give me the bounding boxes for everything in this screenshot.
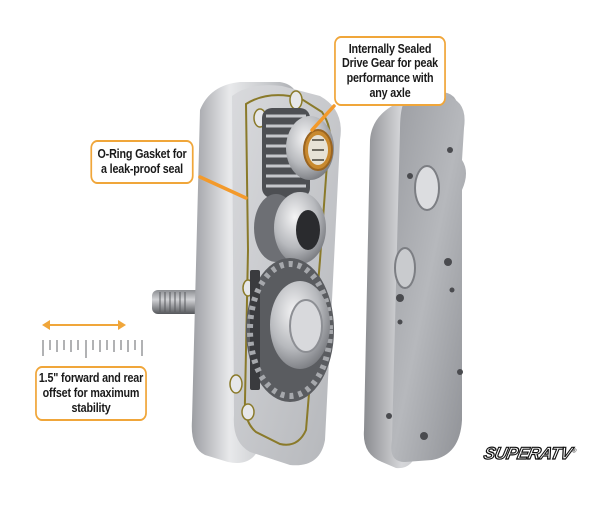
callout-line: 1.5" forward and rear [38,371,144,386]
idler-gear [254,192,326,264]
gearbox-cover [363,92,466,469]
brand-logo: SUPERATV® [481,443,577,464]
double-headed-arrow [42,320,126,330]
callout-oring-gasket: O-Ring Gasket for a leak-proof seal [90,140,194,184]
callout-drive-gear: Internally Sealed Drive Gear for peak pe… [334,36,446,106]
output-gear [246,258,334,402]
drive-gear [262,108,334,198]
callout-line: stability [71,400,111,415]
callout-line: Drive Gear for peak [342,56,438,71]
callout-line: performance with [346,71,434,85]
callout-line: any axle [369,85,411,100]
ruler-scale-icon [42,340,143,358]
callout-line: a leak-proof seal [101,162,183,176]
callout-line: Internally Sealed [348,41,432,56]
leader-lines [198,104,336,200]
callout-offset: 1.5" forward and rear offset for maximum… [35,366,147,421]
brand-logo-text: SUPERATV [481,443,574,463]
callout-line: offset for maximum [42,386,140,401]
callout-line: O-Ring Gasket for [97,147,187,162]
